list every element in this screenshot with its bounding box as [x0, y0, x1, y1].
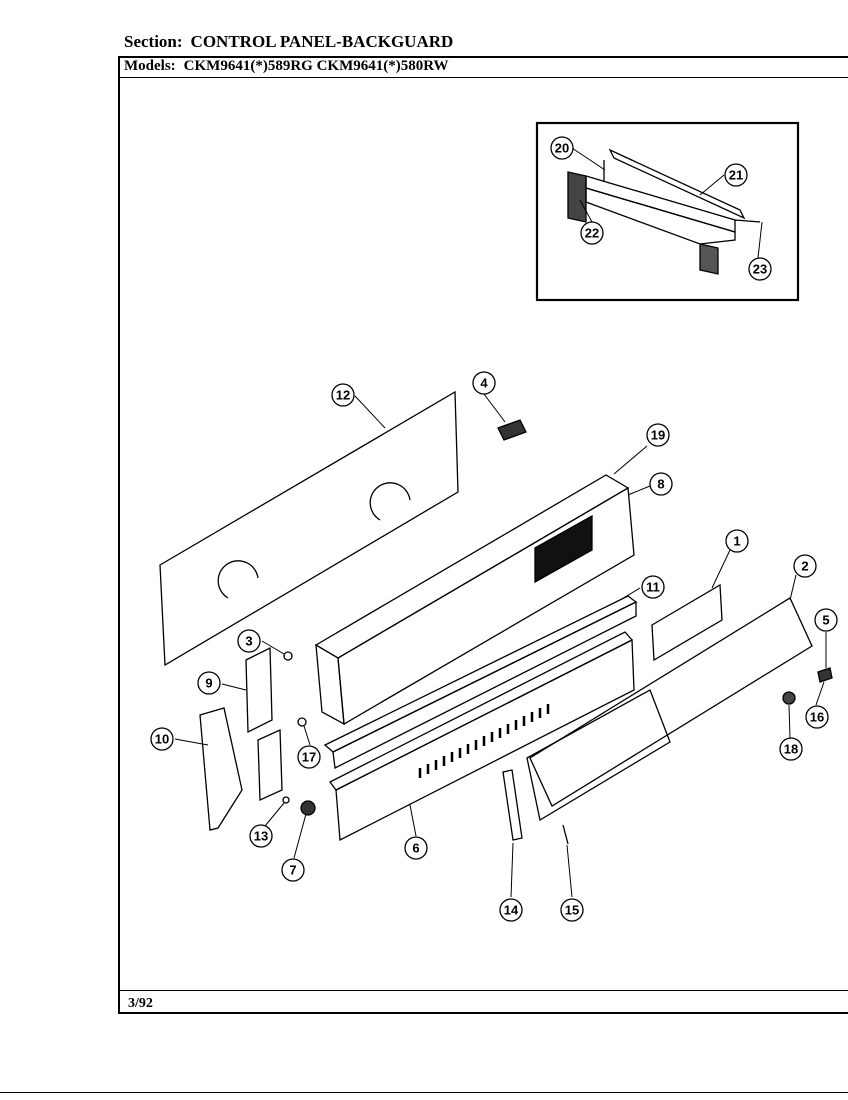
models-label: Models:: [124, 58, 176, 74]
footer-divider: [118, 990, 848, 991]
svg-text:8: 8: [657, 477, 664, 492]
leader-lines: [174, 147, 827, 898]
inset-bracket: [567, 148, 761, 275]
screw-15: [562, 824, 569, 845]
front-panel: [529, 597, 813, 807]
callout-4: 4: [472, 371, 496, 395]
models-divider: [118, 77, 848, 78]
callout-8: 8: [649, 472, 673, 496]
vented-strip: [329, 631, 635, 842]
svg-text:6: 6: [412, 841, 419, 856]
svg-text:13: 13: [254, 829, 268, 844]
svg-text:2: 2: [801, 559, 808, 574]
glass-window: [526, 689, 671, 822]
callout-9: 9: [197, 671, 221, 695]
revision-date: 3/92: [128, 996, 153, 1011]
callout-11: 11: [641, 575, 665, 599]
inset-box: [535, 121, 800, 302]
callout-14: 14: [499, 898, 523, 922]
svg-text:4: 4: [480, 376, 488, 391]
end-cap: [199, 707, 243, 831]
callout-7: 7: [281, 858, 305, 882]
svg-text:20: 20: [555, 141, 569, 156]
svg-text:1: 1: [733, 534, 740, 549]
callout-23: 23: [748, 257, 772, 281]
callout-10: 10: [150, 727, 174, 751]
callout-16: 16: [805, 705, 829, 729]
callout-21: 21: [724, 163, 748, 187]
svg-text:23: 23: [753, 262, 767, 277]
small-switch: [497, 419, 527, 441]
section-title: Section: CONTROL PANEL-BACKGUARD: [124, 32, 453, 52]
nut-18: [782, 691, 796, 705]
callout-19: 19: [646, 423, 670, 447]
callout-13: 13: [249, 824, 273, 848]
rear-panel: [159, 390, 459, 667]
callout-12: 12: [331, 383, 355, 407]
page-bottom-rule: [0, 1092, 848, 1093]
screw-16: [817, 667, 833, 683]
diagram-frame: [118, 56, 848, 1014]
svg-text:18: 18: [784, 742, 798, 757]
screw-13: [282, 796, 290, 804]
screw-3: [283, 651, 293, 661]
svg-text:12: 12: [336, 388, 350, 403]
mounting-bracket: [651, 583, 723, 662]
section-label: Section:: [124, 32, 183, 51]
callout-6: 6: [404, 836, 428, 860]
screw-17: [297, 717, 307, 727]
callout-15: 15: [560, 898, 584, 922]
callout-3: 3: [237, 629, 261, 653]
svg-text:3: 3: [245, 634, 252, 649]
svg-text:17: 17: [302, 750, 316, 765]
console-frame: [314, 474, 635, 726]
trim-strip: [502, 769, 523, 841]
svg-text:7: 7: [289, 863, 296, 878]
callout-1: 1: [725, 529, 749, 553]
svg-text:10: 10: [155, 732, 169, 747]
callout-5: 5: [814, 608, 838, 632]
inner-trim: [323, 595, 638, 769]
svg-text:16: 16: [810, 710, 824, 725]
callout-20: 20: [550, 136, 574, 160]
models-line: Models: CKM9641(*)589RG CKM9641(*)580RW: [124, 58, 449, 75]
callout-22: 22: [580, 221, 604, 245]
knob-7: [300, 800, 316, 816]
svg-text:14: 14: [504, 903, 519, 918]
callout-2: 2: [793, 554, 817, 578]
models-list: CKM9641(*)589RG CKM9641(*)580RW: [183, 58, 449, 74]
side-bracket: [245, 646, 283, 801]
svg-text:22: 22: [585, 226, 599, 241]
svg-text:19: 19: [651, 428, 665, 443]
callout-17: 17: [297, 745, 321, 769]
svg-text:21: 21: [729, 168, 743, 183]
section-name: CONTROL PANEL-BACKGUARD: [190, 32, 454, 51]
callout-18: 18: [779, 737, 803, 761]
svg-text:5: 5: [822, 613, 829, 628]
svg-text:15: 15: [565, 903, 579, 918]
svg-text:9: 9: [205, 676, 212, 691]
svg-text:11: 11: [646, 580, 660, 595]
